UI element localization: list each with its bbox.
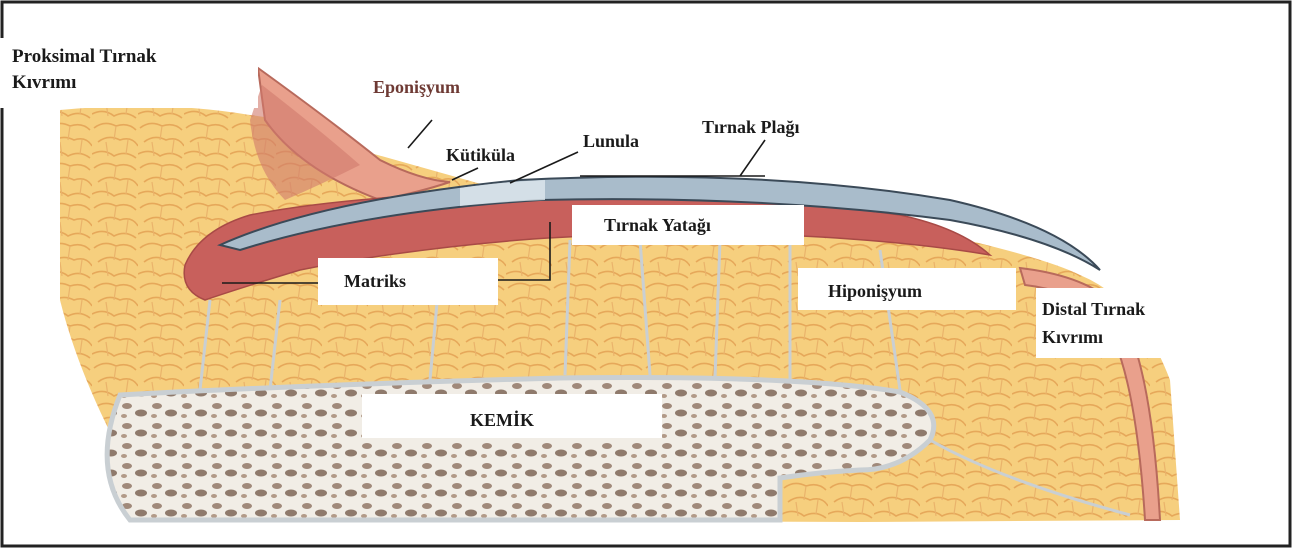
matrix-label: Matriks xyxy=(344,268,406,294)
hyponychium-label: Hiponişyum xyxy=(828,278,922,304)
nail-bed-label: Tırnak Yatağı xyxy=(604,212,711,238)
eponychium-label: Eponişyum xyxy=(373,74,460,100)
proximal-fold-label-line2: Kıvrımı xyxy=(12,70,76,96)
cuticle-label: Kütiküla xyxy=(446,142,515,168)
leader-eponychium xyxy=(408,120,432,148)
distal-fold-label-line2: Kıvrımı xyxy=(1042,324,1103,350)
leader-cuticle xyxy=(452,168,478,180)
bone-label: KEMİK xyxy=(470,407,534,433)
lunula-label: Lunula xyxy=(583,128,639,154)
proximal-fold-label-line1: Proksimal Tırnak xyxy=(12,44,156,70)
distal-fold-label-line1: Distal Tırnak xyxy=(1042,296,1145,322)
nail-plate-label: Tırnak Plağı xyxy=(702,114,800,140)
